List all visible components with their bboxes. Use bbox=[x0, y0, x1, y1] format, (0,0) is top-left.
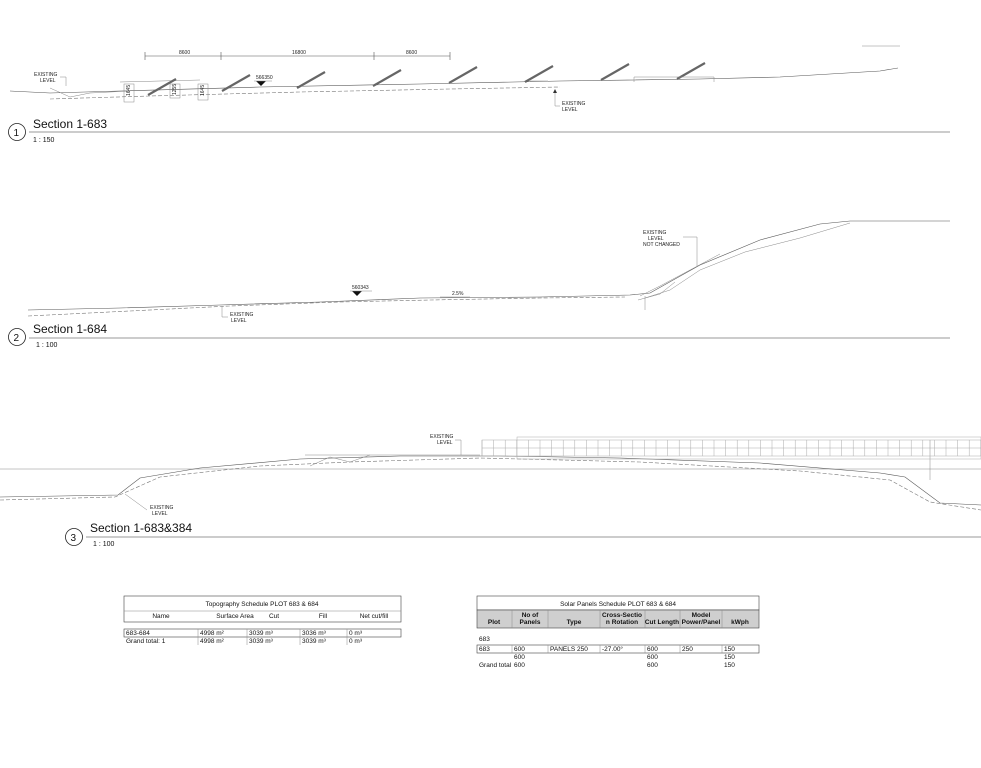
section-scale: 1 : 100 bbox=[93, 541, 115, 548]
column-header: Model bbox=[692, 612, 711, 619]
column-header: Cut bbox=[269, 613, 279, 620]
section-1-drawing: 8600 16800 8600 1645 1255 1645 566350 EX… bbox=[9, 45, 900, 113]
table-cell: 683 bbox=[479, 646, 490, 653]
table-cell: 4998 m² bbox=[200, 638, 225, 645]
column-header: No of bbox=[522, 612, 539, 619]
table-row: Grand total 600 600 150 bbox=[479, 662, 735, 669]
column-header: kWph bbox=[731, 619, 749, 626]
section-3-title-block: 3 Section 1-683&384 1 : 100 bbox=[65, 521, 981, 548]
table-cell: 0 m³ bbox=[349, 630, 363, 637]
column-header: Net cut/fill bbox=[360, 613, 389, 620]
annotation-existing-level: NOT CHANGED bbox=[643, 242, 680, 248]
annotation-existing-level: LEVEL bbox=[437, 440, 453, 446]
annotation-existing-level: EXISTING bbox=[430, 434, 453, 440]
dimension-label: 8600 bbox=[179, 50, 190, 56]
annotation-existing-level: EXISTING bbox=[643, 230, 666, 236]
table-cell: 250 bbox=[682, 646, 693, 653]
table-cell: 600 bbox=[647, 646, 658, 653]
section-number: 2 bbox=[14, 333, 20, 344]
height-label: 1255 bbox=[172, 84, 178, 95]
column-header: n Rotation bbox=[606, 619, 638, 626]
table-cell: Grand total bbox=[479, 662, 512, 669]
section-scale: 1 : 100 bbox=[36, 342, 58, 349]
section-1-title-block: 1 Section 1-683 1 : 150 bbox=[8, 117, 950, 144]
section-number: 3 bbox=[71, 533, 77, 544]
column-header: Fill bbox=[319, 613, 328, 620]
table-cell: 600 bbox=[514, 654, 525, 661]
table-row: 600 600 150 bbox=[514, 654, 735, 661]
table-row: 683 600 PANELS 250 -27.00° 600 250 150 bbox=[479, 645, 735, 653]
table-cell: 150 bbox=[724, 646, 735, 653]
solar-panels-schedule-table: Solar Panels Schedule PLOT 683 & 684 Plo… bbox=[476, 595, 760, 669]
table-cell: 3039 m³ bbox=[249, 630, 274, 637]
annotation-existing-level: EXISTING bbox=[230, 312, 253, 318]
table-cell: 600 bbox=[647, 654, 658, 661]
table-cell: 600 bbox=[647, 662, 658, 669]
column-header: Power/Panel bbox=[682, 619, 721, 626]
elevation-label: 566350 bbox=[256, 75, 273, 81]
group-label: 683 bbox=[479, 636, 490, 643]
column-header: Cut Length bbox=[645, 619, 679, 626]
annotation-existing-level: LEVEL bbox=[40, 78, 56, 84]
annotation-existing-level: EXISTING bbox=[562, 101, 585, 107]
annotation-existing-level: LEVEL bbox=[152, 511, 168, 517]
section-title: Section 1-683&384 bbox=[90, 521, 192, 535]
dimension-label: 16800 bbox=[292, 50, 306, 56]
section-title: Section 1-683 bbox=[33, 117, 107, 131]
section-number: 1 bbox=[14, 128, 20, 139]
dimension-label: 8600 bbox=[406, 50, 417, 56]
annotation-existing-level: LEVEL bbox=[648, 236, 664, 242]
table-row: 683-684 4998 m² 3039 m³ 3036 m³ 0 m³ bbox=[126, 630, 363, 637]
table-cell: 4998 m² bbox=[200, 630, 225, 637]
column-header: Surface Area bbox=[216, 613, 254, 620]
table-cell: 600 bbox=[514, 662, 525, 669]
table-cell: 3036 m³ bbox=[302, 630, 327, 637]
table-cell: 0 m³ bbox=[349, 638, 363, 645]
annotation-existing-level: LEVEL bbox=[231, 318, 247, 324]
height-label: 1645 bbox=[200, 85, 206, 96]
topography-schedule-table: Topography Schedule PLOT 683 & 684 Name … bbox=[123, 595, 402, 645]
slope-label: 2.5% bbox=[452, 291, 464, 297]
section-3-drawing: EXISTING LEVEL EXISTING LEVEL bbox=[0, 434, 981, 517]
section-2-drawing: 2.5% 560343 EXISTING LEVEL NOT CHANGED E… bbox=[27, 220, 950, 324]
table-title: Solar Panels Schedule PLOT 683 & 684 bbox=[560, 601, 676, 608]
section-title: Section 1-684 bbox=[33, 322, 107, 336]
table-cell: 3039 m³ bbox=[249, 638, 274, 645]
annotation-existing-level: EXISTING bbox=[34, 72, 57, 78]
column-header: Cross-Sectio bbox=[602, 612, 642, 619]
table-cell: 600 bbox=[514, 646, 525, 653]
annotation-existing-level: EXISTING bbox=[150, 505, 173, 511]
table-cell: 683-684 bbox=[126, 630, 150, 637]
table-cell: PANELS 250 bbox=[550, 646, 588, 653]
column-header: Name bbox=[152, 613, 170, 620]
table-title: Topography Schedule PLOT 683 & 684 bbox=[206, 601, 319, 608]
column-header: Type bbox=[567, 619, 582, 626]
table-cell: Grand total: 1 bbox=[126, 638, 166, 645]
section-2-title-block: 2 Section 1-684 1 : 100 bbox=[8, 322, 950, 349]
column-header: Panels bbox=[520, 619, 541, 626]
table-cell: 150 bbox=[724, 662, 735, 669]
table-cell: 150 bbox=[724, 654, 735, 661]
height-label: 1645 bbox=[126, 85, 132, 96]
column-header: Plot bbox=[488, 619, 501, 626]
panel-grid bbox=[481, 440, 981, 456]
table-cell: -27.00° bbox=[602, 645, 623, 653]
section-scale: 1 : 150 bbox=[33, 137, 55, 144]
elevation-label: 560343 bbox=[352, 285, 369, 291]
table-cell: 3039 m³ bbox=[302, 638, 327, 645]
annotation-existing-level: LEVEL bbox=[562, 107, 578, 113]
table-row: Grand total: 1 4998 m² 3039 m³ 3039 m³ 0… bbox=[126, 638, 363, 645]
